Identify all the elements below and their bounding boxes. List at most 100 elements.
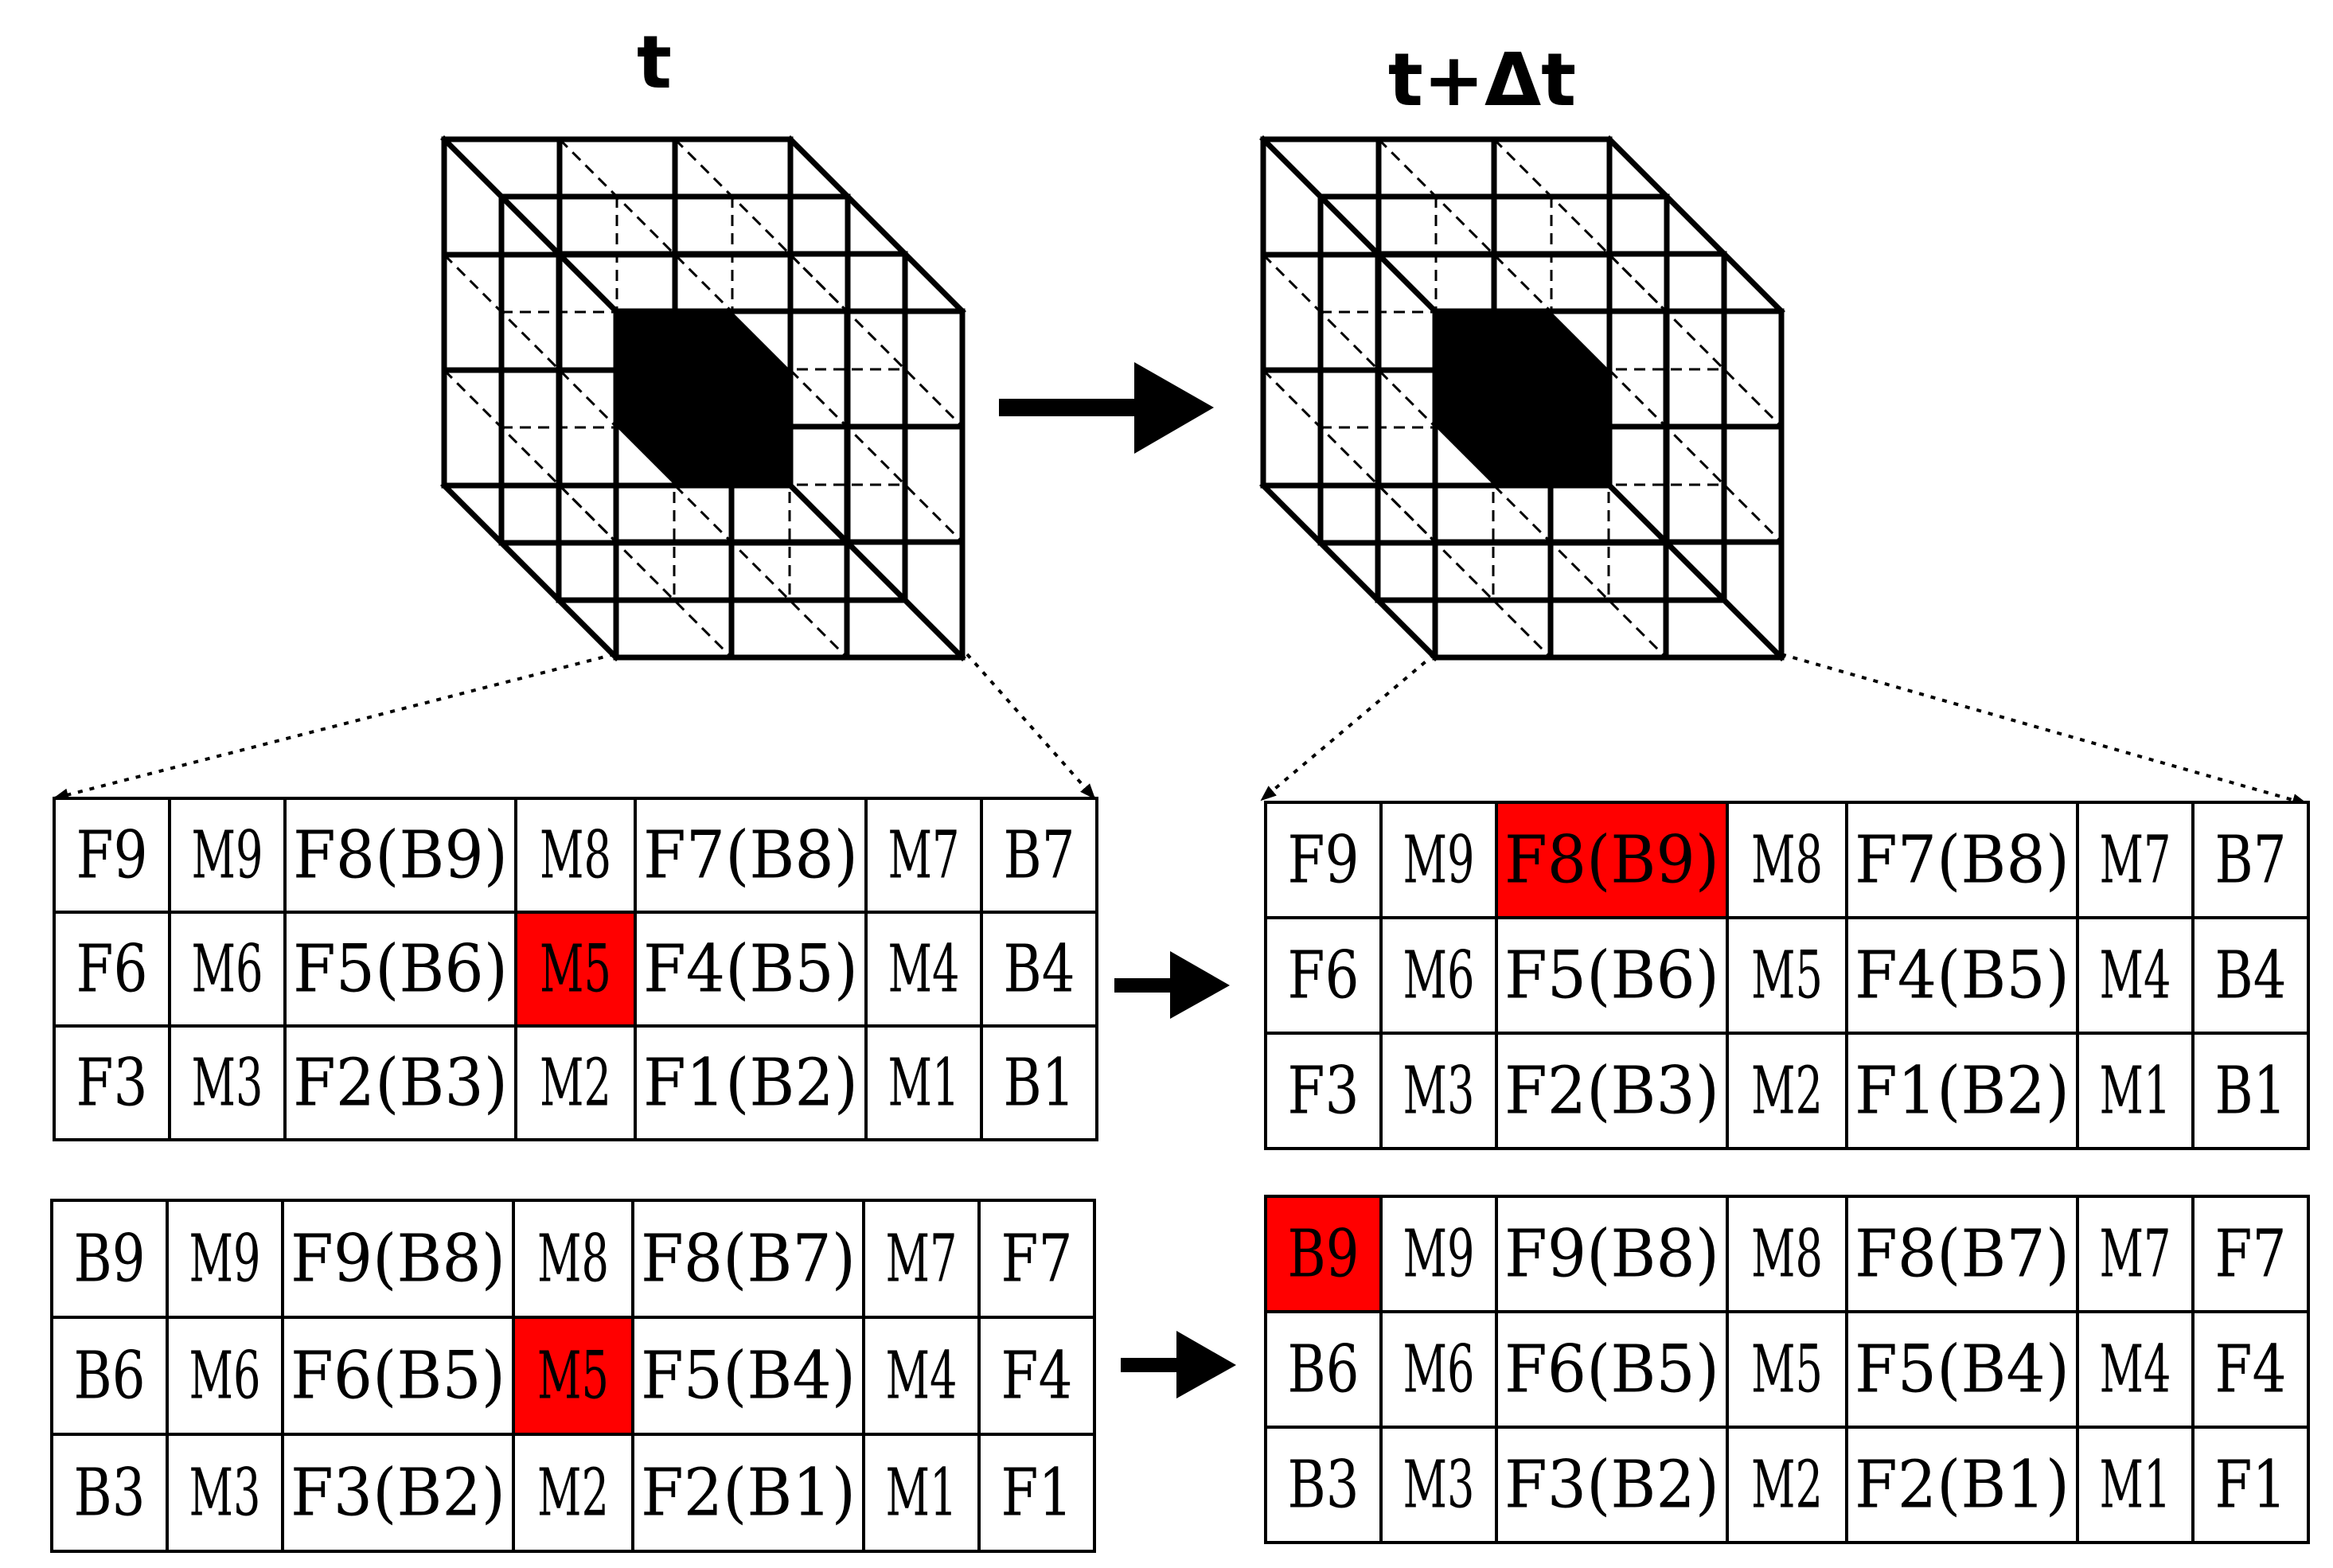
- cell-label: F7(B8): [643, 818, 858, 894]
- cell-label: F1: [2215, 1448, 2287, 1523]
- grid-cell: [864, 911, 983, 1028]
- grid-cell: [1845, 801, 2079, 919]
- cell-label: B9: [74, 1222, 146, 1297]
- grid-cell: [1726, 916, 1848, 1035]
- cell-label: M1: [886, 1456, 958, 1531]
- cell-label: B3: [1288, 1448, 1360, 1523]
- cell-label: F4: [2215, 1332, 2287, 1408]
- grid-cell: [864, 797, 983, 914]
- cell-label: F1(B2): [1855, 1054, 2070, 1129]
- grid-cell: [1495, 1310, 1729, 1429]
- grid-cell: [281, 1433, 515, 1553]
- cell-label: M8: [1751, 823, 1823, 899]
- grid-cell: [977, 1433, 1096, 1553]
- grid-cell: [1495, 1195, 1729, 1313]
- filled-voxel: [1436, 312, 1609, 485]
- cell-label: M7: [888, 818, 960, 894]
- cell-label: F3(B2): [291, 1456, 505, 1531]
- transition-arrow: [999, 362, 1214, 454]
- cell-label: F9(B8): [291, 1222, 505, 1297]
- cell-label: M5: [1751, 938, 1823, 1014]
- cell-label: F4(B5): [643, 932, 858, 1008]
- cell-label: M2: [537, 1456, 609, 1531]
- cell-label: F9: [76, 818, 148, 894]
- grid-cell: [1845, 916, 2079, 1035]
- cell-label: M5: [540, 932, 611, 1008]
- grid-cell: [980, 1024, 1098, 1141]
- cell-label: F7: [1001, 1222, 1073, 1297]
- grid-cell: [53, 1024, 171, 1141]
- cell-label: M6: [192, 932, 263, 1008]
- voxel-cube-before: [440, 135, 966, 661]
- cell-label: M8: [1751, 1217, 1823, 1293]
- cell-label: M9: [192, 818, 263, 894]
- cell-label: F4: [1001, 1339, 1073, 1414]
- grid-transition-arrow-top: [1114, 951, 1230, 1019]
- grid-cell: [1845, 1426, 2079, 1544]
- cell-label: F5(B6): [293, 932, 508, 1008]
- cell-label: B1: [1004, 1046, 1075, 1121]
- cell-label: F5(B4): [641, 1339, 856, 1414]
- cell-label: M8: [537, 1222, 609, 1297]
- grid-cell: [1264, 1032, 1383, 1150]
- grid-cell: [2191, 1310, 2310, 1429]
- cell-label: F8(B9): [293, 818, 508, 894]
- cell-label: F8(B7): [1855, 1217, 2070, 1293]
- grid-cell: [2076, 1195, 2195, 1313]
- cell-label: M4: [888, 932, 960, 1008]
- cell-label: M3: [192, 1046, 263, 1121]
- grid-cell: [50, 1316, 169, 1436]
- cell-label: B1: [2215, 1054, 2287, 1129]
- cell-label: F2(B3): [293, 1046, 508, 1121]
- grid-cell: [168, 797, 287, 914]
- cell-label: M1: [2100, 1448, 2171, 1523]
- cell-label: F4(B5): [1855, 938, 2070, 1014]
- cell-label: M3: [1403, 1054, 1475, 1129]
- voxel-cube-after: [1259, 135, 1785, 661]
- grid-cell: [862, 1433, 981, 1553]
- grid-cell: [166, 1199, 284, 1319]
- grid-cell: [166, 1316, 284, 1436]
- cell-label: F6: [76, 932, 148, 1008]
- grid-cell: [283, 797, 517, 914]
- filled-voxel: [617, 312, 790, 485]
- grid-cell: [283, 1024, 517, 1141]
- grid-cell: [50, 1433, 169, 1553]
- cell-label: M2: [1751, 1448, 1823, 1523]
- grid-cell: [631, 1316, 865, 1436]
- grid-cell: [1495, 916, 1729, 1035]
- grid-cell: [1726, 1032, 1848, 1150]
- highlighted-cell: [514, 911, 637, 1028]
- cell-label: F6(B5): [291, 1339, 505, 1414]
- cell-label: M1: [888, 1046, 960, 1121]
- cell-label: M7: [2100, 823, 2171, 899]
- grid-cell: [2191, 916, 2310, 1035]
- cell-label: F9(B8): [1504, 1217, 1719, 1293]
- cell-label: M9: [189, 1222, 261, 1297]
- cell-label: M6: [1403, 1332, 1475, 1408]
- cell-label: B4: [1004, 932, 1075, 1008]
- cell-label: F2(B1): [641, 1456, 856, 1531]
- cell-label: M3: [1403, 1448, 1475, 1523]
- grid-cell: [166, 1433, 284, 1553]
- cell-label: M7: [2100, 1217, 2171, 1293]
- cell-label: B9: [1288, 1217, 1360, 1293]
- zoom-guide-lines: [53, 653, 2308, 806]
- cell-label: M1: [2100, 1054, 2171, 1129]
- grid-cell: [1264, 1426, 1383, 1544]
- time-label-t: t: [637, 20, 672, 105]
- cell-label: M2: [540, 1046, 611, 1121]
- cell-label: B6: [1288, 1332, 1360, 1408]
- grid-cell: [2191, 1032, 2310, 1150]
- grid-cell: [631, 1199, 865, 1319]
- grid-cell: [2076, 1426, 2195, 1544]
- grid-cell: [1379, 1032, 1498, 1150]
- grid-cell: [980, 911, 1098, 1028]
- highlighted-cell: [1495, 801, 1729, 919]
- cell-label: M8: [540, 818, 611, 894]
- cell-label: M5: [1751, 1332, 1823, 1408]
